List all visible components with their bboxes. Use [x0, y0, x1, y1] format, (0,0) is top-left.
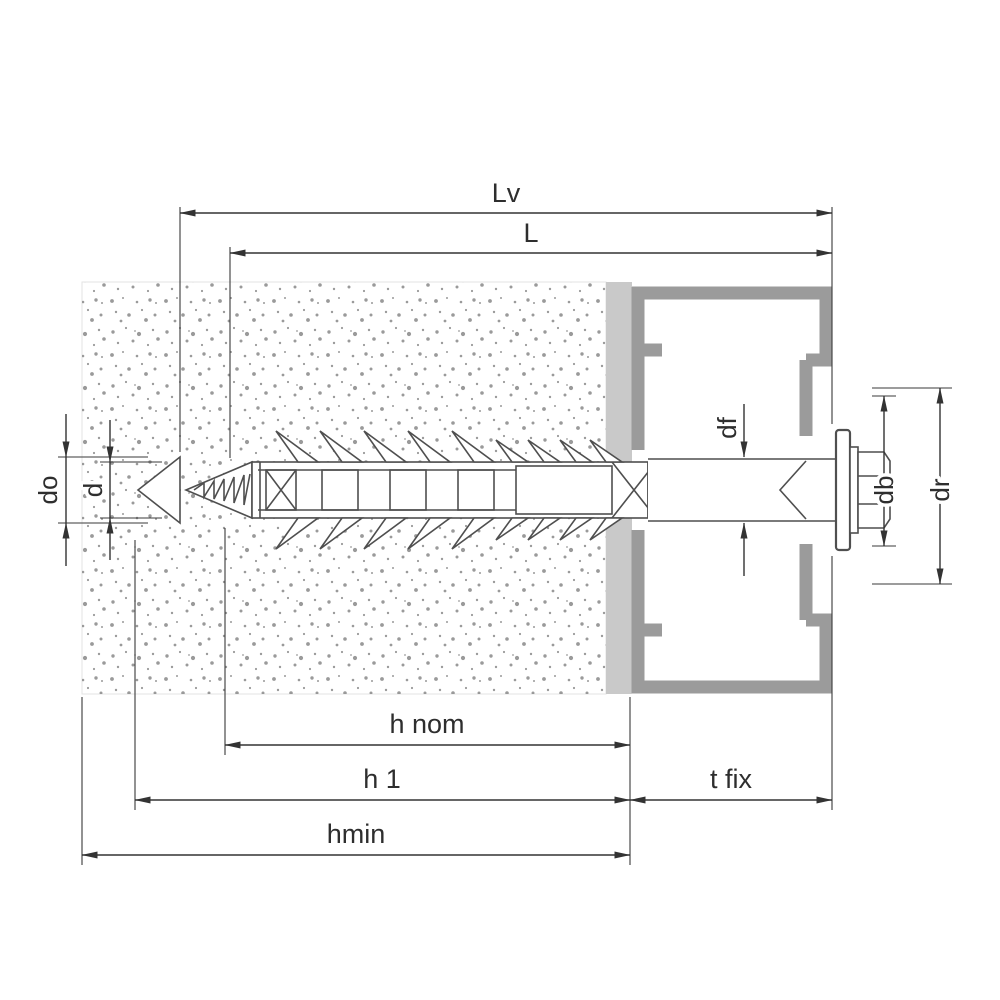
dimension-hmin-label: hmin	[327, 819, 386, 849]
washer	[834, 428, 852, 552]
screw-tip-thread	[193, 473, 251, 506]
sleeve-collar-cross	[265, 469, 297, 511]
dimension-l-label: L	[523, 218, 538, 248]
fixture-profile	[631, 286, 833, 694]
expansion-fins-bottom	[275, 517, 625, 550]
shank-mask	[648, 459, 836, 521]
dimension-lv-label: Lv	[492, 178, 521, 208]
dimension-dr: dr	[922, 387, 959, 585]
fixture-left-lips	[638, 343, 662, 637]
dimension-t-fix-label: t fix	[710, 764, 753, 794]
fixture-right-steps	[806, 353, 832, 627]
anchor-sleeve-body	[251, 461, 649, 519]
dimension-df-label: df	[712, 416, 742, 438]
dimension-h-nom: h nom	[224, 709, 631, 749]
dimension-h-nom-label: h nom	[389, 709, 464, 739]
screw-thread-sections	[321, 465, 613, 515]
dimension-db: db	[866, 395, 903, 547]
head-flange	[849, 446, 859, 534]
screw-shank	[648, 458, 836, 522]
extension-lines	[58, 207, 952, 865]
anchor-assembly	[136, 428, 891, 552]
dimension-t-fix: t fix	[629, 764, 833, 804]
expansion-fins-top	[275, 430, 625, 463]
dimension-h1-label: h 1	[363, 764, 401, 794]
dimension-do-label: do	[33, 476, 63, 505]
shank-chevron-mark	[778, 460, 807, 520]
dimension-h1: h 1	[134, 764, 631, 804]
dimension-hmin: hmin	[81, 819, 631, 859]
dimension-d-label: d	[78, 483, 108, 497]
dimension-lv: Lv	[179, 178, 833, 217]
dimension-d: d	[75, 420, 114, 560]
drill-hole-tip	[136, 455, 181, 525]
dimension-db-label: db	[869, 476, 899, 505]
dimension-df: df	[709, 404, 748, 576]
dimension-l: L	[229, 218, 833, 257]
dimension-dr-label: dr	[925, 478, 955, 501]
dimension-do: do	[30, 414, 70, 566]
